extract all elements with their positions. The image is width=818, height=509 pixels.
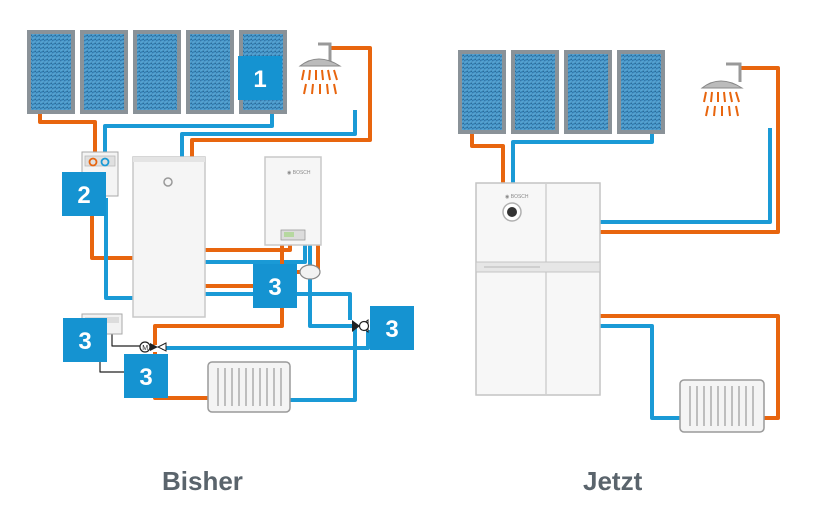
before-system: ◉ BOSCH M — [27, 30, 414, 413]
badge-3: 3 — [124, 354, 168, 398]
svg-text:◉ BOSCH: ◉ BOSCH — [505, 194, 529, 200]
solar-cold-pipe — [511, 130, 654, 185]
storage-tank-icon — [132, 156, 206, 318]
radiator-icon — [207, 361, 291, 413]
badge-label: 3 — [78, 328, 91, 355]
shower-hot-pipe — [190, 46, 372, 158]
solar-collector-icon — [27, 30, 75, 114]
solar-collector-icon — [617, 50, 665, 134]
solar-collectors-after — [458, 50, 665, 134]
badge-3: 3 — [370, 306, 414, 350]
shower-cold-pipe — [600, 128, 772, 224]
controller-pipe-cold — [104, 198, 135, 300]
solar-cold-pipe — [103, 110, 274, 165]
heating-flow-pipe — [600, 314, 780, 420]
badge-label: 2 — [77, 182, 90, 209]
badge-3: 3 — [63, 318, 107, 362]
tank-boiler-cold — [205, 245, 307, 264]
expansion-vessel-icon — [299, 264, 321, 280]
badge-2: 2 — [62, 172, 106, 216]
solar-collector-icon — [80, 30, 128, 114]
badge-label: 1 — [253, 66, 266, 93]
mixing-valve-icon — [352, 319, 370, 333]
heat-pump-unit-icon: ◉ BOSCH — [475, 182, 601, 396]
badge-1: 1 — [238, 56, 282, 100]
badge-3: 3 — [253, 264, 297, 308]
solar-collector-icon — [186, 30, 234, 114]
shower-cold-pipe — [180, 110, 357, 158]
tank-boiler-hot — [205, 245, 292, 252]
svg-text:M: M — [142, 345, 148, 352]
boiler-icon: ◉ BOSCH — [264, 156, 322, 246]
radiator-icon — [679, 379, 765, 433]
mixer-cold-pipe — [162, 330, 370, 350]
pipes-after — [470, 66, 780, 420]
caption-before: Bisher — [162, 466, 243, 496]
solar-collector-icon — [564, 50, 612, 134]
shower-hot-pipe — [600, 66, 780, 234]
badge-label: 3 — [268, 274, 281, 301]
shower-icon — [298, 42, 342, 95]
solar-hot-pipe — [470, 130, 505, 185]
heating-return-pipe — [600, 324, 680, 420]
solar-collector-icon — [133, 30, 181, 114]
heating-cold-pipe — [290, 245, 357, 402]
svg-text:◉ BOSCH: ◉ BOSCH — [287, 170, 311, 176]
mixing-valve-icon: M — [139, 341, 167, 353]
solar-hot-pipe — [38, 110, 97, 165]
caption-after: Jetzt — [583, 466, 643, 496]
solar-collector-icon — [511, 50, 559, 134]
badge-label: 3 — [385, 316, 398, 343]
after-system: ◉ BOSCH — [458, 50, 780, 433]
shower-icon — [700, 62, 744, 117]
badge-label: 3 — [139, 364, 152, 391]
controller-pipe-hot — [90, 198, 135, 260]
solar-collector-icon — [458, 50, 506, 134]
